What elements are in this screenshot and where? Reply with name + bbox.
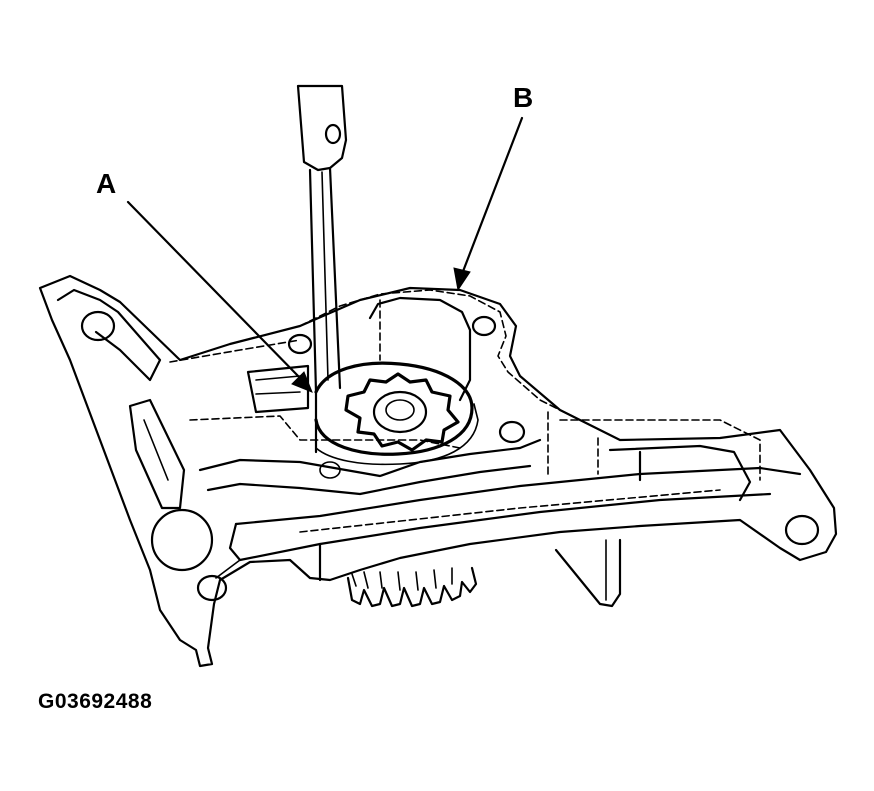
figure-id: G03692488 — [38, 690, 153, 713]
callout-label-a: A — [96, 168, 117, 199]
leader-line-a — [126, 200, 313, 393]
leader-line-b — [453, 116, 524, 292]
drive-gear — [346, 566, 478, 608]
feeler-gauge — [296, 84, 348, 454]
lower-bracket — [554, 538, 622, 608]
pump-housing — [38, 274, 838, 668]
callout-label-b: B — [513, 82, 534, 113]
outer-rotor — [314, 361, 479, 466]
inner-rotor — [344, 372, 460, 452]
